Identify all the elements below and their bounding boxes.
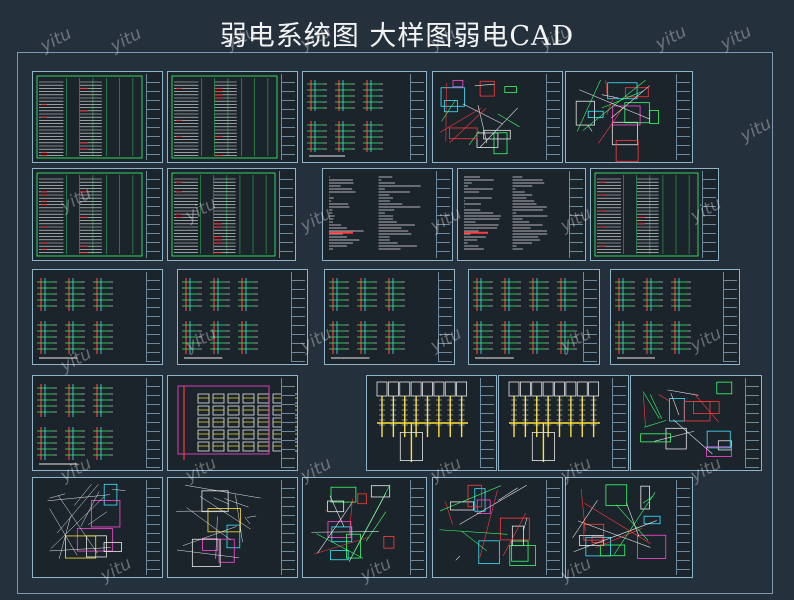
sheet-drawing [329, 278, 405, 359]
drawing-sheet-r4c5[interactable] [630, 375, 762, 471]
sheet-drawing [171, 75, 278, 159]
drawing-sheet-r4c1[interactable] [32, 375, 163, 471]
drawing-sheet-r3c4[interactable] [468, 269, 600, 365]
sheet-drawing [439, 79, 520, 155]
title-block [146, 74, 160, 160]
title-block [745, 378, 759, 468]
title-block [569, 171, 583, 258]
sheet-drawing [464, 176, 548, 250]
drawing-sheet-r5c1[interactable] [32, 477, 163, 578]
title-block [279, 171, 293, 258]
title-block [281, 378, 295, 468]
sheet-drawing [37, 278, 113, 359]
sheet-drawing [439, 484, 536, 566]
drawing-sheet-r4c2[interactable] [167, 375, 298, 471]
drawing-sheet-r2c3[interactable] [322, 168, 453, 261]
drawing-sheet-r1c2[interactable] [167, 71, 298, 163]
sheet-drawing [182, 278, 258, 359]
sheet-drawing [376, 381, 468, 462]
drawing-sheet-r5c3[interactable] [302, 477, 427, 578]
title-block [546, 74, 560, 160]
drawing-sheet-r3c1[interactable] [32, 269, 163, 365]
title-block [702, 171, 716, 258]
sheet-drawing [594, 172, 699, 257]
sheet-drawing [508, 381, 600, 462]
drawing-sheet-r3c5[interactable] [610, 269, 740, 365]
sheet-drawing [36, 172, 143, 257]
drawing-sheet-r4c3[interactable] [366, 375, 497, 471]
drawing-sheet-r4c4[interactable] [498, 375, 629, 471]
sheet-drawing [572, 484, 667, 559]
sheet-drawing [177, 385, 297, 460]
drawing-sheet-r1c5[interactable] [565, 71, 693, 163]
drawing-frame [17, 52, 773, 594]
sheet-drawing [36, 75, 143, 159]
title-block [281, 74, 295, 160]
drawing-sheet-r1c1[interactable] [32, 71, 163, 163]
title-block [436, 171, 450, 258]
title-block [546, 480, 560, 575]
title-block [146, 480, 160, 575]
drawing-sheet-r2c5[interactable] [590, 168, 719, 261]
title-block [583, 272, 597, 362]
sheet-drawing [615, 278, 691, 359]
drawing-sheet-r3c3[interactable] [324, 269, 455, 365]
drawing-sheet-r2c4[interactable] [457, 168, 586, 261]
page-title: 弱电系统图 大样图弱电CAD [219, 21, 575, 52]
sheet-drawing [329, 176, 421, 250]
title-block [410, 74, 424, 160]
title-block [438, 272, 452, 362]
sheet-drawing [37, 384, 113, 465]
drawing-sheet-r5c2[interactable] [167, 477, 298, 578]
drawing-sheet-r1c3[interactable] [302, 71, 427, 163]
title-block [281, 480, 295, 575]
sheet-drawing [307, 80, 383, 157]
sheet-drawing [176, 484, 261, 568]
title-block [676, 74, 690, 160]
title-block [612, 378, 626, 468]
drawing-sheet-r2c2[interactable] [167, 168, 296, 261]
title-block [723, 272, 737, 362]
title-block [676, 480, 690, 575]
title-block [291, 272, 305, 362]
drawing-sheet-r2c1[interactable] [32, 168, 163, 261]
sheet-drawing [575, 79, 659, 162]
sheet-drawing [311, 484, 395, 562]
sheet-drawing [171, 172, 276, 257]
drawing-sheet-r5c4[interactable] [432, 477, 563, 578]
drawing-sheet-r5c5[interactable] [565, 477, 693, 578]
title-block [480, 378, 494, 468]
title-block [146, 272, 160, 362]
title-block [410, 480, 424, 575]
title-block [146, 171, 160, 258]
drawing-sheet-r1c4[interactable] [432, 71, 563, 163]
title-block [146, 378, 160, 468]
drawing-sheet-r3c2[interactable] [177, 269, 308, 365]
sheet-drawing [640, 381, 733, 457]
sheet-drawing [473, 278, 577, 359]
sheet-drawing [47, 483, 126, 559]
